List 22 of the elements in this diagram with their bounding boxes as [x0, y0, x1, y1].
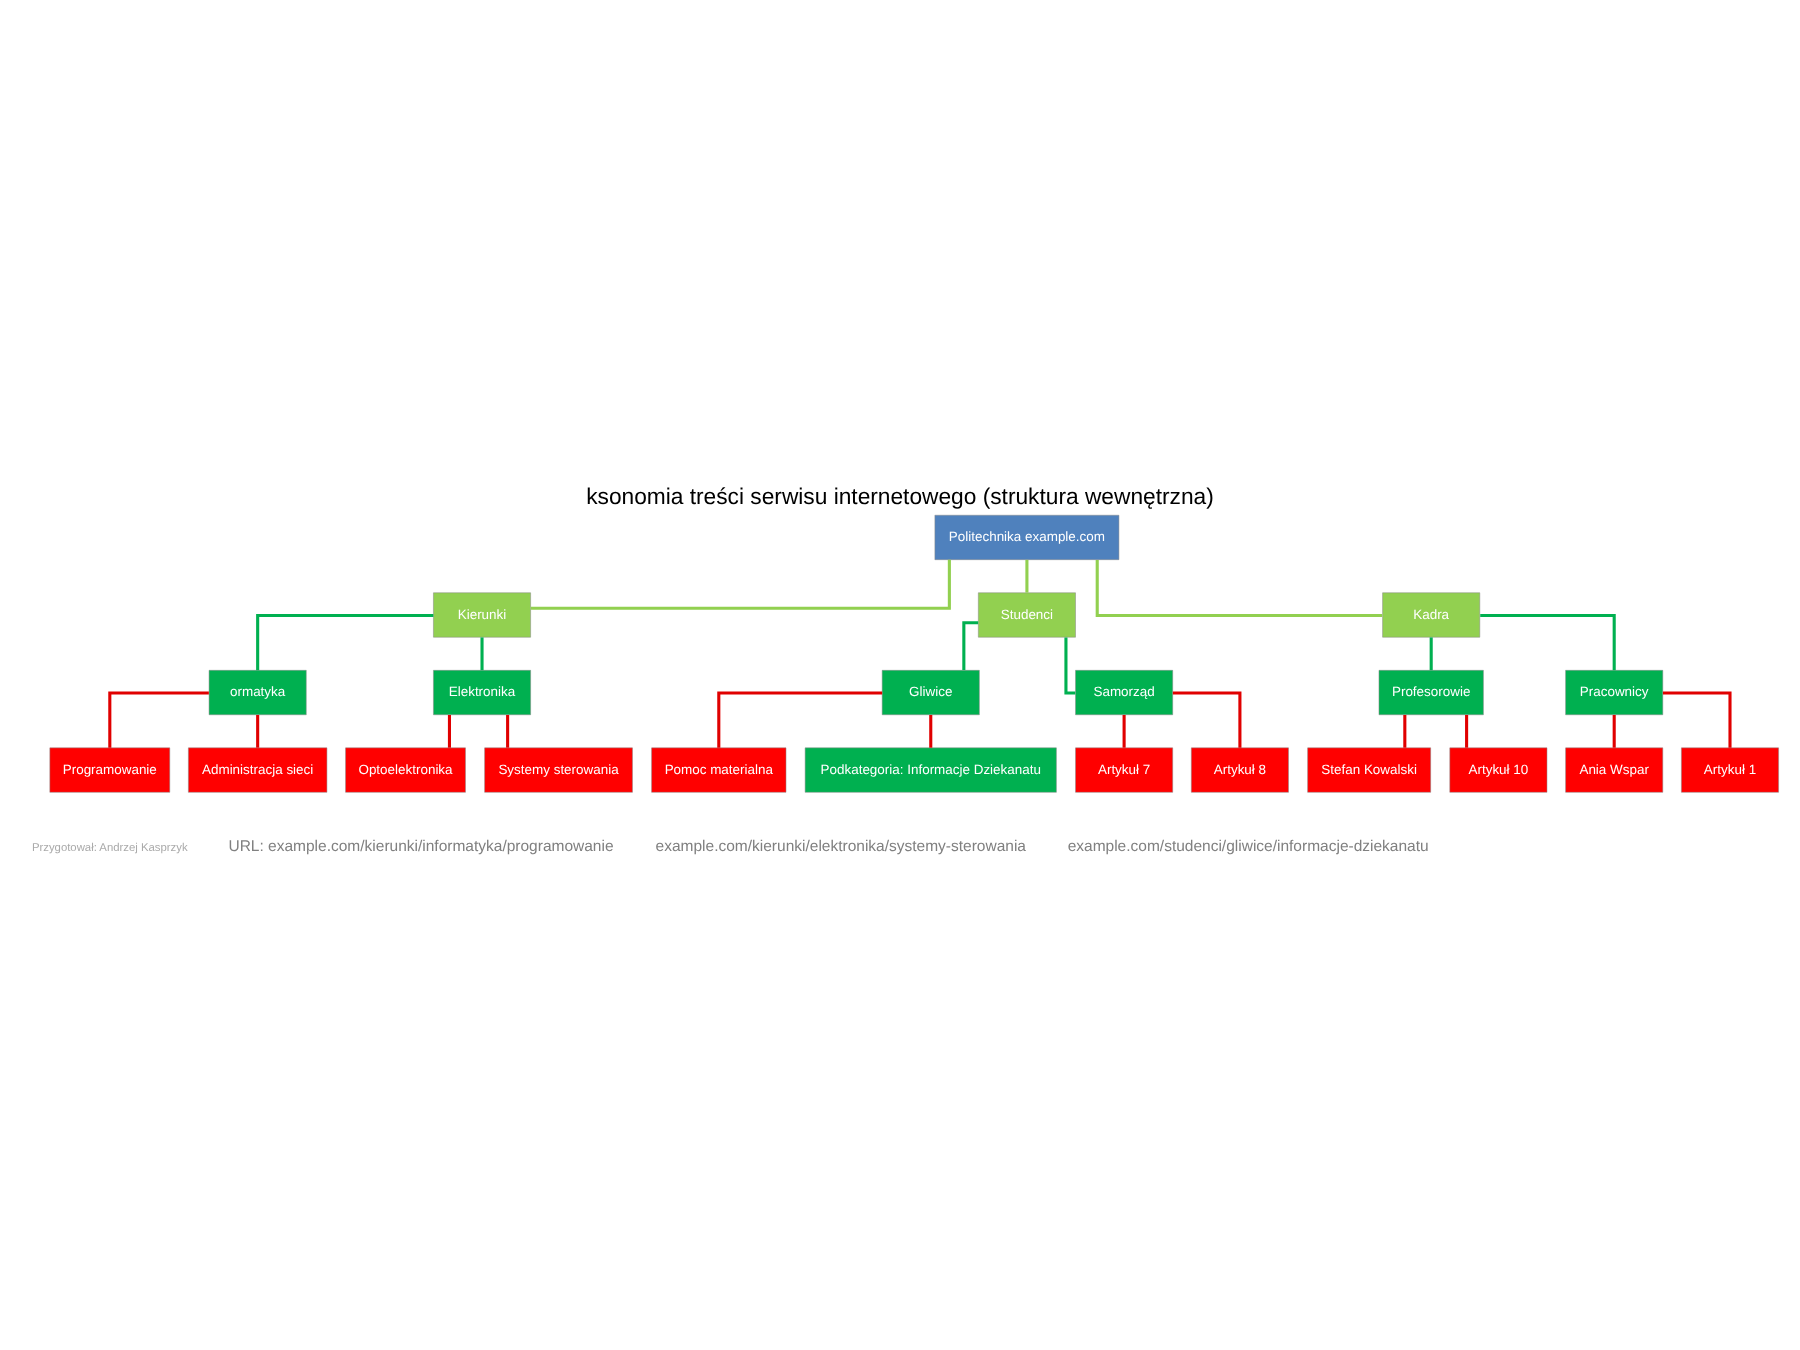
connector — [530, 558, 951, 609]
connector — [256, 612, 434, 670]
connector — [256, 713, 260, 747]
connector — [717, 690, 883, 747]
connector — [1662, 690, 1732, 747]
connector — [1064, 636, 1076, 694]
connector — [506, 713, 510, 747]
connector — [1429, 636, 1433, 670]
connector — [1403, 713, 1407, 747]
diagram-title: ksonomia treści serwisu internetowego (struktura wewnętrzna) — [586, 485, 1214, 510]
connector — [1122, 713, 1126, 747]
connector — [929, 713, 933, 747]
connector — [1480, 612, 1616, 670]
connector — [480, 636, 484, 670]
connector — [1172, 690, 1242, 747]
connector — [1095, 559, 1383, 617]
connector — [1465, 713, 1469, 747]
connector — [108, 690, 209, 747]
connector — [1025, 558, 1029, 592]
connector — [962, 620, 979, 670]
connector — [447, 713, 451, 747]
connector — [1612, 713, 1616, 747]
